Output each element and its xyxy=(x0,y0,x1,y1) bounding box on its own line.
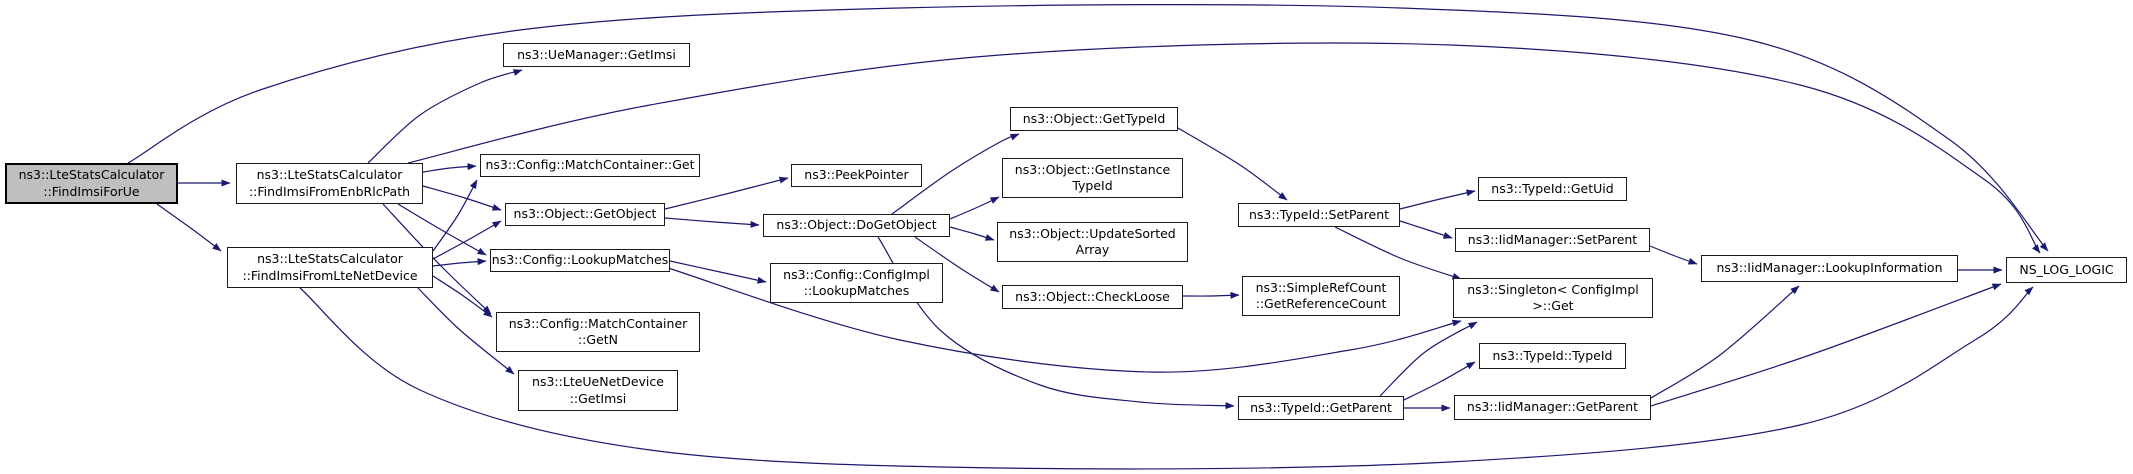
node-label: ns3::TypeId::GetParent xyxy=(1250,399,1392,415)
node-label: ns3::LteStatsCalculator xyxy=(18,167,165,182)
node-label: ns3::Singleton< ConfigImpl xyxy=(1467,281,1639,297)
node-lte-ue-net-device-get-imsi[interactable]: ns3::LteUeNetDevice::GetImsi xyxy=(518,370,678,411)
node-simple-ref-count-get-reference-count[interactable]: ns3::SimpleRefCount::GetReferenceCount xyxy=(1242,276,1400,316)
node-label: Array xyxy=(1075,242,1110,257)
node-ue-manager-get-imsi[interactable]: ns3::UeManager::GetImsi xyxy=(503,43,690,67)
node-label: ns3::LteStatsCalculator xyxy=(256,167,403,182)
node-iid-manager-set-parent[interactable]: ns3::IidManager::SetParent xyxy=(1455,228,1650,252)
edge-find-imsi-from-lte-net-device--match-container-get xyxy=(432,179,478,252)
node-label: ::FindImsiForUe xyxy=(43,183,140,199)
node-iid-manager-lookup-information[interactable]: ns3::IidManager::LookupInformation xyxy=(1701,255,1958,282)
node-label: ns3::Object::CheckLoose xyxy=(1015,288,1170,304)
node-type-id-get-parent[interactable]: ns3::TypeId::GetParent xyxy=(1238,396,1404,420)
edge-object-get-type-id--type-id-set-parent xyxy=(1177,127,1288,201)
node-object-do-get-object[interactable]: ns3::Object::DoGetObject xyxy=(763,214,950,237)
node-find-imsi-for-ue[interactable]: ns3::LteStatsCalculator::FindImsiForUe xyxy=(5,163,178,204)
node-find-imsi-from-enb-rlc-path[interactable]: ns3::LteStatsCalculator::FindImsiFromEnb… xyxy=(236,163,423,204)
node-label: ns3::Config::MatchContainer xyxy=(508,315,688,331)
node-find-imsi-from-lte-net-device[interactable]: ns3::LteStatsCalculator::FindImsiFromLte… xyxy=(227,247,433,288)
node-ns-log-logic[interactable]: NS_LOG_LOGIC xyxy=(2006,257,2127,283)
node-label: ns3::Object::DoGetObject xyxy=(776,217,937,233)
node-label: ns3::IidManager::LookupInformation xyxy=(1716,260,1943,276)
node-match-container-get-n[interactable]: ns3::Config::MatchContainer::GetN xyxy=(496,312,700,352)
edge-object-do-get-object--object-get-instance-type-id xyxy=(949,196,1000,220)
edge-iid-manager-get-parent--ns-log-logic xyxy=(1650,283,2002,407)
node-label: NS_LOG_LOGIC xyxy=(2019,261,2114,277)
edge-find-imsi-from-enb-rlc-path--ue-manager-get-imsi xyxy=(367,69,523,164)
edge-find-imsi-from-lte-net-device--ns-log-logic xyxy=(299,286,2034,470)
node-type-id-get-uid[interactable]: ns3::TypeId::GetUid xyxy=(1478,177,1627,201)
node-label: ns3::LteStatsCalculator xyxy=(257,251,403,266)
node-label: ::GetN xyxy=(577,332,619,347)
node-singleton-config-impl-get[interactable]: ns3::Singleton< ConfigImpl>::Get xyxy=(1453,278,1653,318)
edge-type-id-get-parent--type-id-type-id xyxy=(1403,361,1476,401)
node-iid-manager-get-parent[interactable]: ns3::IidManager::GetParent xyxy=(1454,395,1651,420)
edge-config-lookup-matches--config-impl-lookup-matches xyxy=(669,260,767,284)
node-type-id-set-parent[interactable]: ns3::TypeId::SetParent xyxy=(1238,203,1400,227)
node-label: ns3::TypeId::TypeId xyxy=(1492,347,1613,363)
node-label: ::GetImsi xyxy=(569,390,627,406)
edge-iid-manager-set-parent--iid-manager-lookup-information xyxy=(1649,245,1698,265)
edge-iid-manager-get-parent--iid-manager-lookup-information xyxy=(1650,285,1800,399)
node-label: >::Get xyxy=(1532,298,1574,313)
node-label: ns3::SimpleRefCount xyxy=(1255,279,1387,295)
edge-find-imsi-for-ue--find-imsi-from-lte-net-device xyxy=(156,203,222,252)
edge-type-id-get-parent--singleton-config-impl-get xyxy=(1379,321,1478,397)
edge-object-do-get-object--object-get-type-id xyxy=(891,133,1020,215)
node-label: ns3::TypeId::SetParent xyxy=(1248,206,1390,222)
node-label: TypeId xyxy=(1072,178,1113,193)
edge-object-get-object--peek-pointer xyxy=(664,176,789,210)
node-type-id-type-id[interactable]: ns3::TypeId::TypeId xyxy=(1479,343,1626,369)
node-label: ns3::Object::GetObject xyxy=(513,206,657,222)
edge-find-imsi-from-lte-net-device--match-container-get-n xyxy=(432,275,493,318)
edge-find-imsi-from-lte-net-device--lte-ue-net-device-get-imsi xyxy=(417,287,515,375)
node-label: ::GetReferenceCount xyxy=(1255,296,1387,311)
node-object-get-type-id[interactable]: ns3::Object::GetTypeId xyxy=(1010,107,1178,131)
edge-find-imsi-from-enb-rlc-path--ns-log-logic xyxy=(407,42,2041,254)
edge-object-check-loose--simple-ref-count-get-reference-count xyxy=(1182,291,1240,299)
edge-find-imsi-from-enb-rlc-path--object-get-object xyxy=(422,185,502,211)
edge-find-imsi-for-ue--ns-log-logic xyxy=(127,4,2049,252)
node-label: ns3::Object::UpdateSorted xyxy=(1009,225,1176,241)
node-label: ::FindImsiFromLteNetDevice xyxy=(242,267,418,283)
node-object-check-loose[interactable]: ns3::Object::CheckLoose xyxy=(1002,285,1183,309)
node-config-impl-lookup-matches[interactable]: ns3::Config::ConfigImpl::LookupMatches xyxy=(770,263,943,303)
node-label: ns3::PeekPointer xyxy=(804,167,909,183)
node-label: ns3::Object::GetTypeId xyxy=(1022,110,1166,126)
node-label: ns3::Config::MatchContainer::Get xyxy=(485,157,695,173)
node-match-container-get[interactable]: ns3::Config::MatchContainer::Get xyxy=(480,154,700,177)
edge-type-id-set-parent--type-id-get-uid xyxy=(1399,189,1476,210)
node-peek-pointer[interactable]: ns3::PeekPointer xyxy=(791,164,922,187)
edge-object-do-get-object--object-update-sorted-array xyxy=(949,226,995,241)
node-label: ns3::Object::GetInstance xyxy=(1014,161,1171,177)
node-label: ::LookupMatches xyxy=(803,283,910,298)
node-label: ns3::TypeId::GetUid xyxy=(1491,180,1614,196)
edge-find-imsi-from-enb-rlc-path--config-lookup-matches xyxy=(397,203,487,256)
edge-find-imsi-from-lte-net-device--object-get-object xyxy=(432,220,502,260)
node-label: ns3::Config::LookupMatches xyxy=(491,252,669,268)
node-label: ns3::IidManager::GetParent xyxy=(1466,399,1639,415)
node-label: ns3::IidManager::SetParent xyxy=(1467,231,1638,247)
node-label: ns3::UeManager::GetImsi xyxy=(517,46,676,62)
edge-type-id-set-parent--iid-manager-set-parent xyxy=(1399,220,1453,239)
edge-type-id-set-parent--singleton-config-impl-get xyxy=(1334,226,1462,280)
node-label: ns3::LteUeNetDevice xyxy=(532,374,664,389)
edge-object-do-get-object--object-check-loose xyxy=(914,236,1000,293)
node-config-lookup-matches[interactable]: ns3::Config::LookupMatches xyxy=(490,249,670,272)
node-label: ::FindImsiFromEnbRlcPath xyxy=(248,183,411,199)
node-object-get-object[interactable]: ns3::Object::GetObject xyxy=(505,203,665,226)
edge-find-imsi-from-lte-net-device--config-lookup-matches xyxy=(432,258,487,267)
edge-object-get-object--object-do-get-object xyxy=(664,217,760,228)
edge-find-imsi-from-enb-rlc-path--match-container-get xyxy=(422,163,477,173)
edge-config-lookup-matches--singleton-config-impl-get xyxy=(667,267,1462,373)
node-label: ns3::Config::ConfigImpl xyxy=(783,266,930,282)
